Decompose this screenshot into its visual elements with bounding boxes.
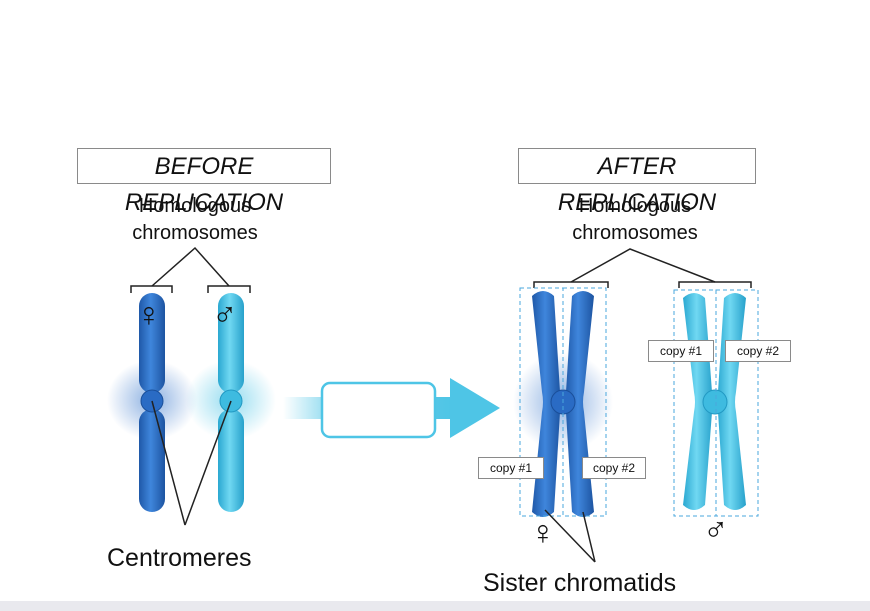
- male-symbol-before: ♂: [212, 296, 238, 334]
- chromosome-male-before: [218, 293, 244, 512]
- chromatid-box-female-2: [562, 287, 607, 517]
- chromosome-male-after: [683, 293, 746, 510]
- bracket-male-before: [207, 285, 251, 293]
- copy-tag-female-1: copy #1: [478, 457, 544, 479]
- sister-chromatid-pointer-lines: [544, 509, 596, 563]
- homolog-connector-after: [570, 248, 716, 283]
- process-box: [320, 381, 437, 439]
- centromeres-label: Centromeres: [107, 544, 252, 572]
- after-replication-title: AFTER REPLICATION: [518, 148, 756, 216]
- homolog-connector-before: [151, 246, 230, 287]
- chromosome-female-before: [139, 293, 165, 512]
- bracket-female-after: [533, 281, 609, 288]
- before-replication-title: BEFORE REPLICATION: [77, 148, 331, 216]
- bracket-male-after: [678, 281, 752, 288]
- homologous-chromosomes-label-after: Homologous chromosomes: [572, 195, 698, 244]
- centromere-pointer-lines: [151, 400, 232, 526]
- bracket-female-before: [130, 285, 173, 293]
- sister-chromatids-label: Sister chromatids: [483, 569, 677, 597]
- copy-tag-male-1: copy #1: [648, 340, 714, 362]
- chromatid-box-male-2: [715, 289, 759, 517]
- female-symbol-after: ♀: [530, 514, 556, 552]
- homologous-chromosomes-label-before: Homologous chromosomes: [132, 195, 258, 244]
- female-symbol-before: ♀: [136, 296, 162, 334]
- copy-tag-female-2: copy #2: [582, 457, 646, 479]
- footer-strip: [0, 601, 870, 611]
- male-symbol-after: ♂: [703, 511, 729, 549]
- copy-tag-male-2: copy #2: [725, 340, 791, 362]
